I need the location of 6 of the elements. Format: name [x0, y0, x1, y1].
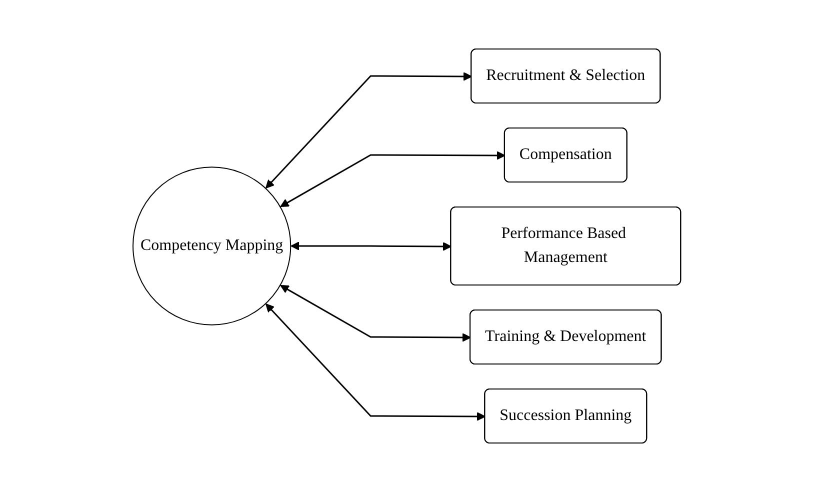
- arrow: [280, 284, 471, 342]
- arrow: [280, 150, 505, 207]
- arrow: [265, 72, 472, 188]
- arrow: [265, 303, 486, 420]
- node-circle: Competency Mapping: [132, 166, 291, 325]
- arrow: [290, 241, 452, 250]
